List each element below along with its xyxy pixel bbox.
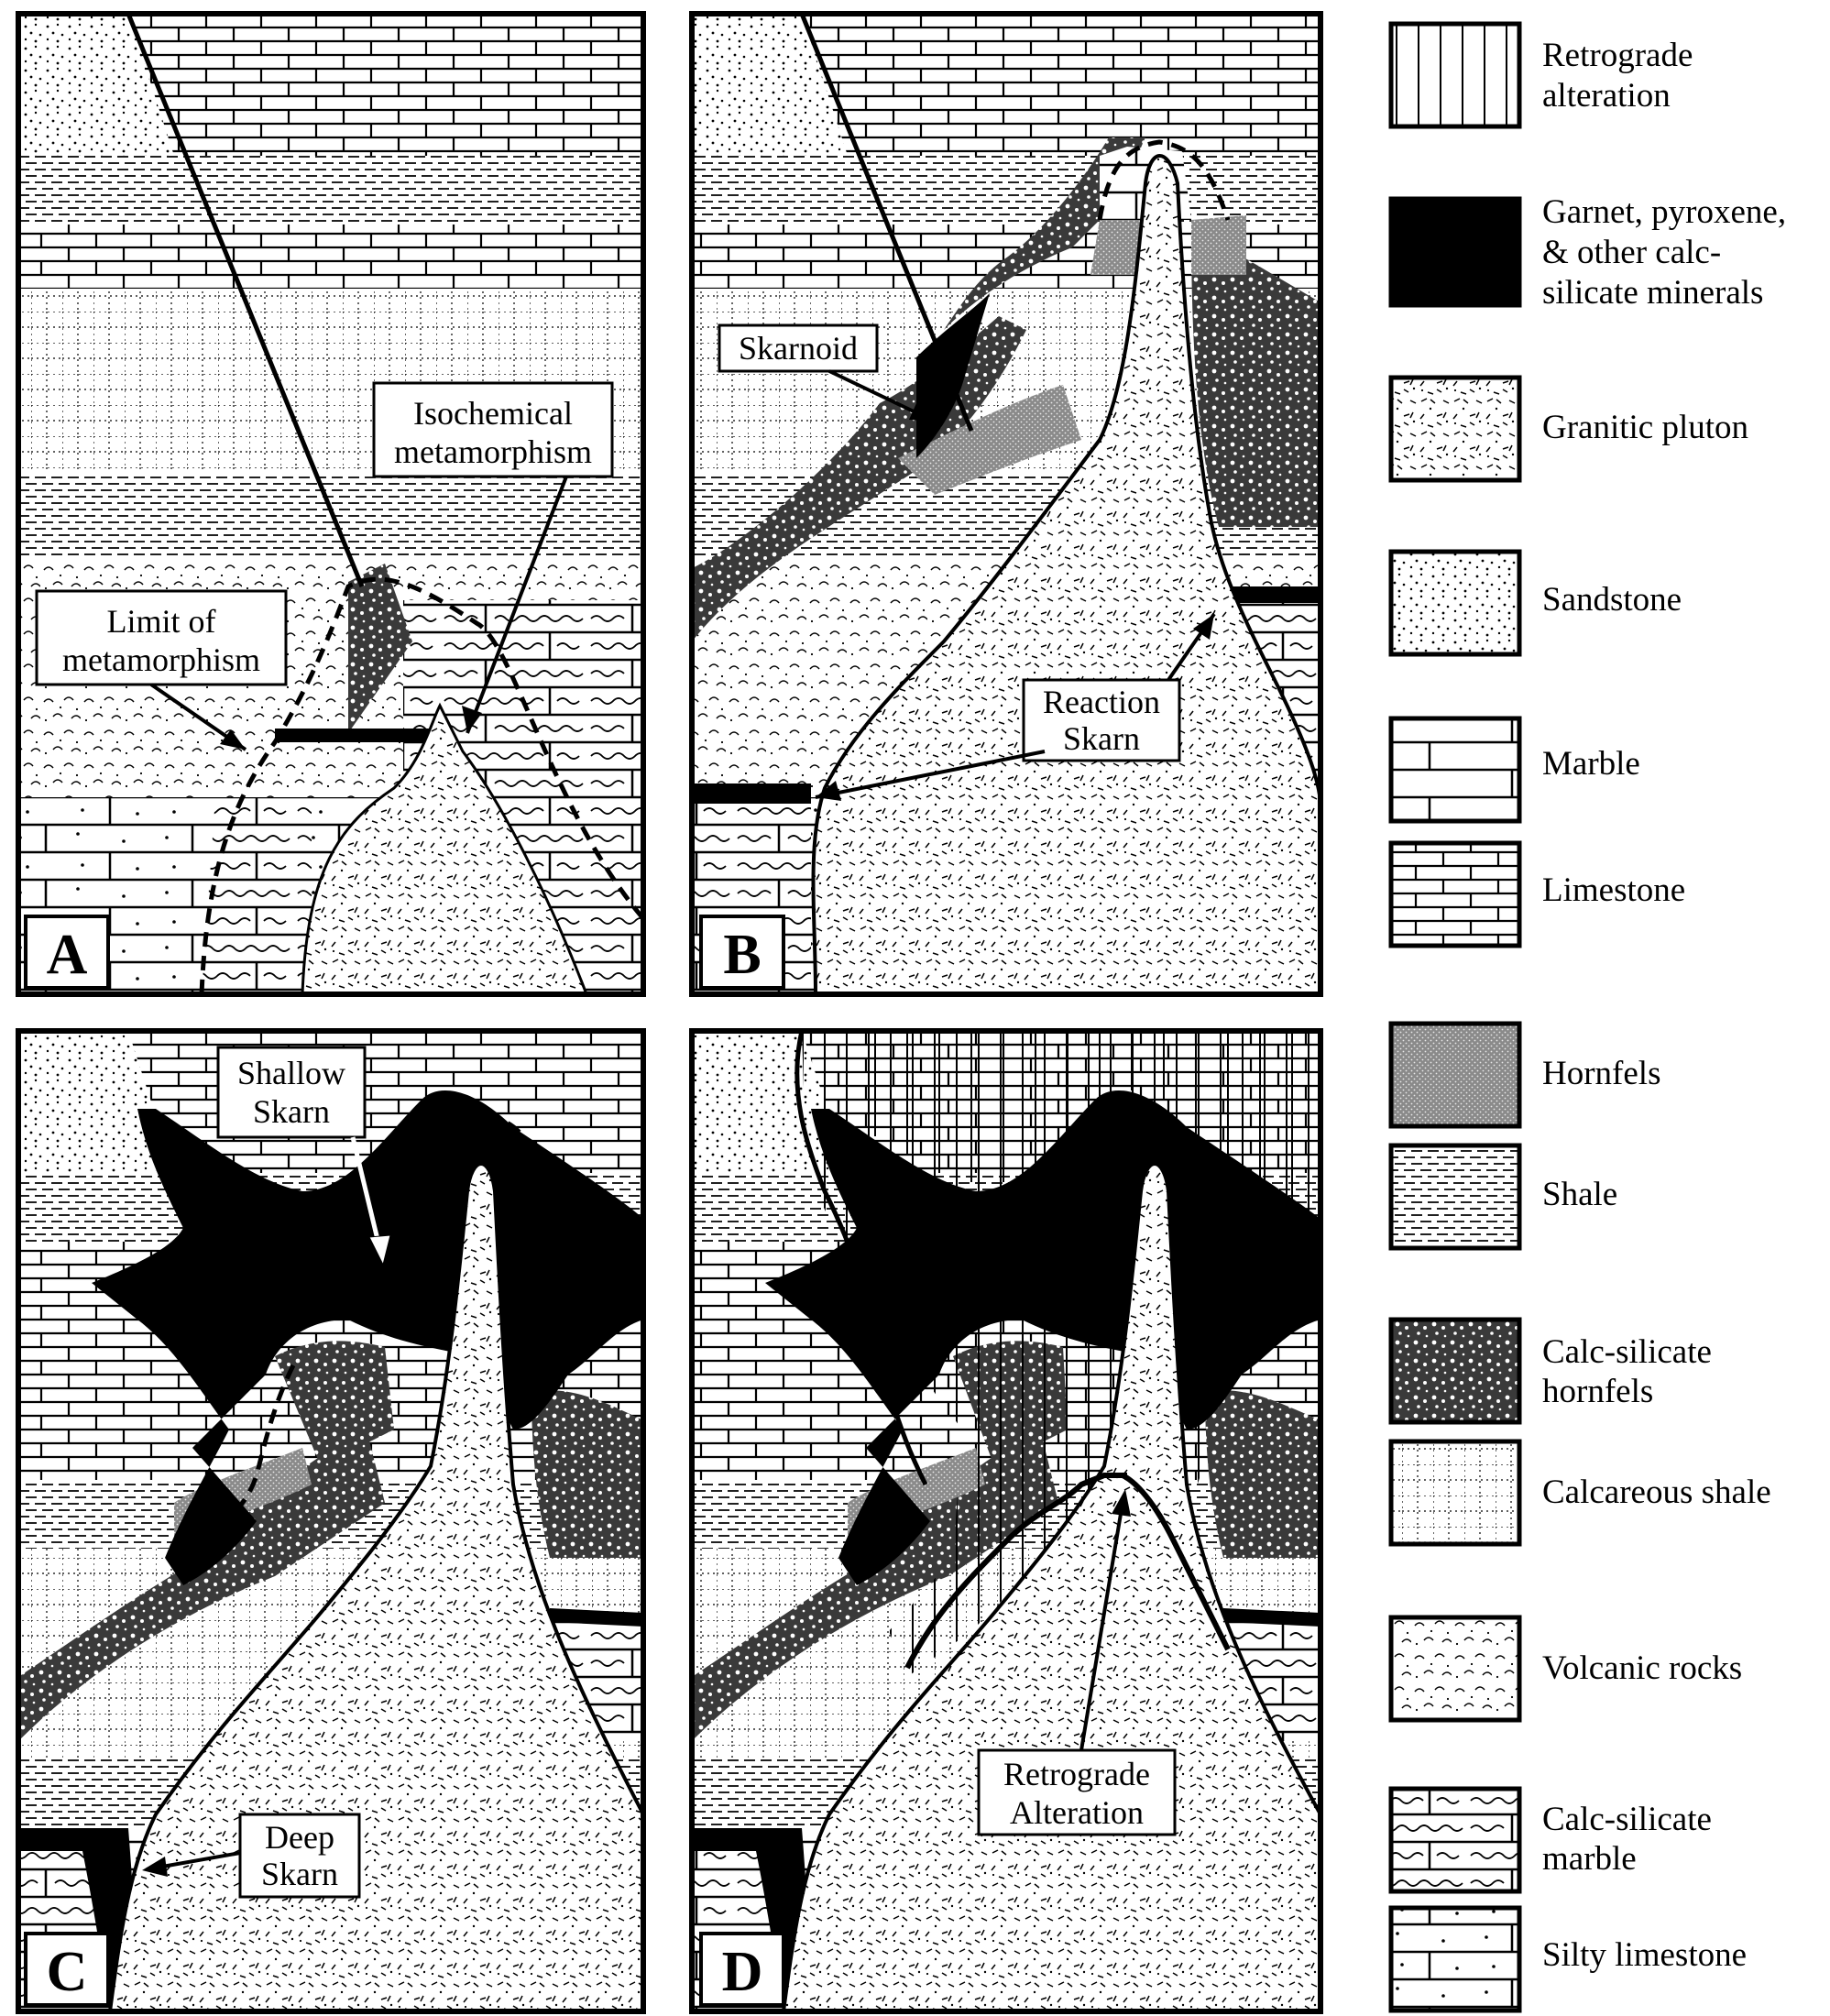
limit-label-line1: Limit of — [107, 603, 216, 640]
legend-item-hornfels: Hornfels — [1388, 1021, 1660, 1129]
limit-arrowhead — [220, 729, 246, 750]
legend-label: marble — [1542, 1840, 1637, 1878]
legend-label: Marble — [1542, 745, 1640, 783]
panel-a: A Isochemical metamorphism Limit of meta… — [16, 11, 646, 997]
legend-label: Retrograde — [1542, 37, 1693, 74]
legend-item-marble: Marble — [1388, 716, 1640, 824]
legend-label: Silty limestone — [1542, 1936, 1747, 1974]
legend-label: Calcareous shale — [1542, 1474, 1771, 1511]
legend-label: & other calc- — [1542, 234, 1721, 271]
deep-label-line2: Skarn — [261, 1856, 338, 1892]
panel-d-letter: D — [722, 1941, 763, 2003]
legend-swatch-sandstone — [1388, 549, 1522, 657]
skarnoid-arrowhead — [909, 403, 935, 422]
legend-swatch-garnet — [1388, 196, 1522, 308]
legend-swatch-granitic — [1388, 375, 1522, 483]
panel-c-letter: C — [47, 1941, 88, 2003]
legend-item-shale: Shale — [1388, 1143, 1617, 1251]
legend-label: Granitic pluton — [1542, 409, 1748, 446]
legend-item-sandstone: Sandstone — [1388, 549, 1682, 657]
legend-label: Shale — [1542, 1176, 1617, 1213]
shallow-arrowhead — [368, 1234, 391, 1266]
legend-item-retrograde: Retrograde alteration — [1388, 21, 1693, 129]
legend-swatch-calc-shale — [1388, 1439, 1522, 1547]
legend-item-calc-hornfels: Calc-silicate hornfels — [1388, 1317, 1712, 1425]
legend-swatch-calc-hornfels — [1388, 1317, 1522, 1425]
legend-swatch-hornfels — [1388, 1021, 1522, 1129]
reaction-label-line1: Reaction — [1043, 684, 1160, 720]
deep-arrowhead — [142, 1857, 168, 1877]
isochemical-label-line1: Isochemical — [413, 395, 573, 432]
retro-label-line2: Alteration — [1010, 1794, 1144, 1831]
panel-d: D Retrograde Alteration — [689, 1028, 1323, 2014]
legend-label: Calc-silicate — [1542, 1801, 1712, 1838]
legend-item-limestone: Limestone — [1388, 840, 1685, 948]
legend-item-granitic: Granitic pluton — [1388, 375, 1748, 483]
legend-label: Limestone — [1542, 871, 1685, 909]
legend-swatch-silty-limestone — [1388, 1905, 1522, 2013]
shallow-label-line2: Skarn — [253, 1093, 330, 1130]
legend-label: Sandstone — [1542, 581, 1682, 619]
limit-label-line2: metamorphism — [62, 641, 260, 678]
legend-label: silicate minerals — [1542, 274, 1763, 312]
legend-swatch-shale — [1388, 1143, 1522, 1251]
legend: Retrograde alteration Garnet, pyroxene, … — [1388, 21, 1786, 2013]
legend-swatch-retrograde — [1388, 21, 1522, 129]
panel-a-letter: A — [47, 924, 88, 986]
reaction-arrowhead-left — [816, 781, 841, 801]
legend-item-silty-limestone: Silty limestone — [1388, 1905, 1747, 2013]
legend-swatch-limestone — [1388, 840, 1522, 948]
deep-label-line1: Deep — [265, 1819, 334, 1856]
legend-swatch-volcanic — [1388, 1615, 1522, 1723]
legend-item-calc-marble: Calc-silicate marble — [1388, 1786, 1712, 1894]
legend-swatch-marble — [1388, 716, 1522, 824]
legend-label: Calc-silicate — [1542, 1333, 1712, 1371]
reaction-label-line2: Skarn — [1063, 720, 1140, 757]
panel-c: C Shallow Skarn Deep Skarn — [16, 1028, 646, 2014]
shallow-label-line1: Shallow — [237, 1055, 345, 1091]
legend-label: Garnet, pyroxene, — [1542, 193, 1786, 231]
legend-label: Volcanic rocks — [1542, 1649, 1742, 1687]
legend-label: hornfels — [1542, 1373, 1653, 1410]
retro-arrowhead — [1112, 1489, 1131, 1517]
isochemical-arrowhead — [462, 706, 482, 733]
panel-b: B Skarnoid Reaction Skarn — [689, 11, 1323, 997]
legend-swatch-calc-marble — [1388, 1786, 1522, 1894]
legend-item-volcanic: Volcanic rocks — [1388, 1615, 1742, 1723]
reaction-arrowhead-right — [1193, 614, 1214, 640]
legend-item-calc-shale: Calcareous shale — [1388, 1439, 1771, 1547]
legend-label: alteration — [1542, 77, 1671, 115]
skarnoid-label: Skarnoid — [739, 330, 858, 367]
retro-label-line1: Retrograde — [1003, 1756, 1150, 1792]
legend-item-garnet: Garnet, pyroxene, & other calc- silicate… — [1388, 193, 1786, 312]
legend-label: Hornfels — [1542, 1055, 1660, 1092]
panel-b-letter: B — [723, 924, 761, 986]
isochemical-label-line2: metamorphism — [394, 433, 592, 470]
